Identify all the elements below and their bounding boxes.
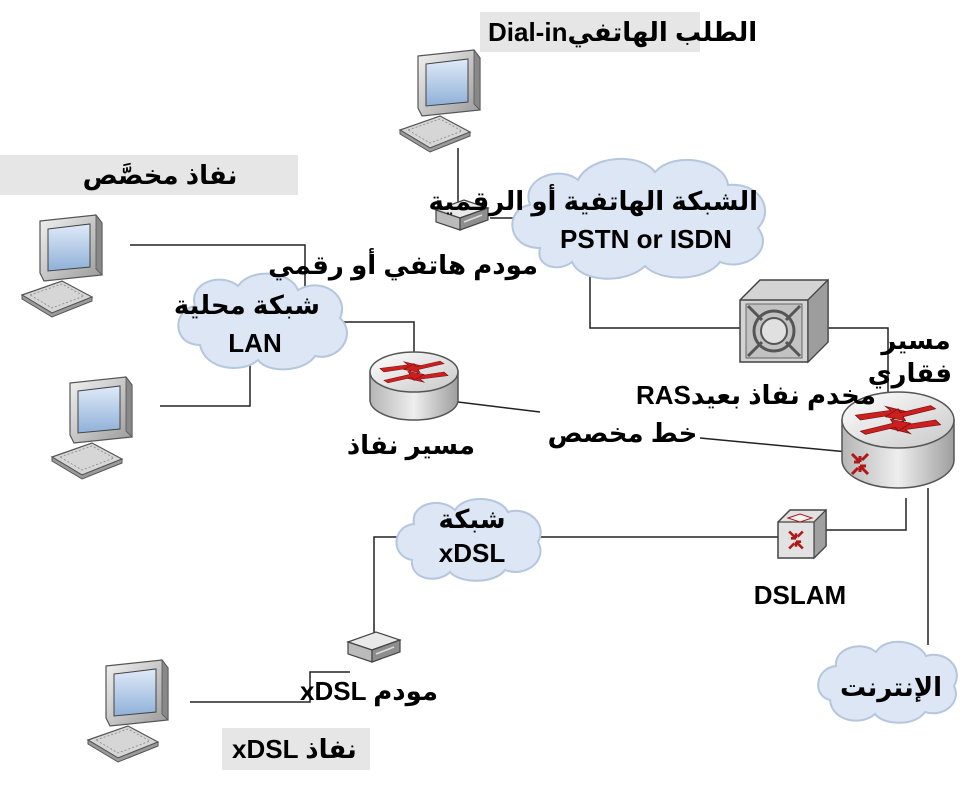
dialin-computer [399,49,481,153]
xdsl-access-label-ar: نفاذ [305,734,357,764]
xdsl-network-label-en: xDSL [438,538,506,568]
dialin-label-en: Dial-in [488,17,568,47]
dedicated-computer-2 [51,376,133,480]
cloud-icon [177,272,348,371]
line-pstn-ras [589,262,740,329]
leased-line-label: خط مخصص [547,418,698,448]
internet-cloud [817,640,958,724]
xdsl-computer [87,659,169,763]
router-icon [841,391,955,489]
xdsl-access-label-band [222,728,370,770]
xdsl-cloud [395,497,542,582]
dslam-label: DSLAM [753,580,847,610]
dialin-label-band [480,12,700,52]
lan-label-en: LAN [228,328,282,358]
cloud-icon [817,640,958,724]
access-router [369,351,459,421]
dedicated-label-band [0,155,298,195]
line-lan-access-router [338,321,415,360]
xdsl-network-label-ar: شبكة [438,504,506,534]
access-router-label: مسير نفاذ [346,430,475,460]
xdsl-access-label: xDSL نفاذ [232,734,357,764]
xdsl-modem-label-ar: مودم [373,676,439,706]
dialin-label-ar: الطلب الهاتفي [567,17,758,47]
backbone-router [841,391,955,489]
cloud-icon [511,157,767,280]
dslam-switch-icon [777,508,827,560]
lan-label-ar: شبكة محلية [173,290,320,320]
xdsl-modem-label-en: xDSL [300,676,366,706]
xdsl-modem [347,631,401,663]
ras-label: RASمخدم نفاذ بعيد [636,380,876,410]
connection-lines [130,148,929,703]
dedicated-computer-1 [21,214,103,318]
ras-server [739,278,829,364]
computer-icon [399,49,481,153]
line-backbone-dslam [818,498,907,531]
computer-icon [51,376,133,480]
pstn-label-ar: الشبكة الهاتفية أو الرقمية [428,186,758,216]
backbone-router-label-1: مسير [881,325,951,355]
ras-server-icon [739,278,829,364]
dedicated-access-label: نفاذ مخصَّص [82,160,238,190]
internet-label: الإنترنت [839,672,943,702]
dialin-modem-label: مودم هاتفي أو رقمي [268,250,538,280]
line-ras-backbone [828,327,889,395]
ras-label-ar: مخدم نفاذ بعيد [690,380,876,410]
ras-label-en: RAS [636,380,691,410]
pstn-cloud [511,157,767,280]
dialin-label: Dial-inالطلب الهاتفي [488,17,757,47]
backbone-router-label-2: فقاري [867,358,952,388]
line-pc2-lan [160,358,251,407]
cloud-icon [395,497,542,582]
dslam [777,508,827,560]
modem-icon [347,631,401,663]
line-modem-xdsl-pc [190,671,350,703]
lan-cloud [177,272,348,371]
line-leased-backbone [699,437,849,453]
xdsl-access-label-en: xDSL [232,734,298,764]
computer-icon [21,214,103,318]
router-icon [369,351,459,421]
xdsl-modem-label: xDSL مودم [300,676,438,706]
line-pc1-lan [130,244,306,288]
computer-icon [87,659,169,763]
pstn-label-en: PSTN or ISDN [560,224,732,254]
line-access-router-backbone [457,401,541,413]
